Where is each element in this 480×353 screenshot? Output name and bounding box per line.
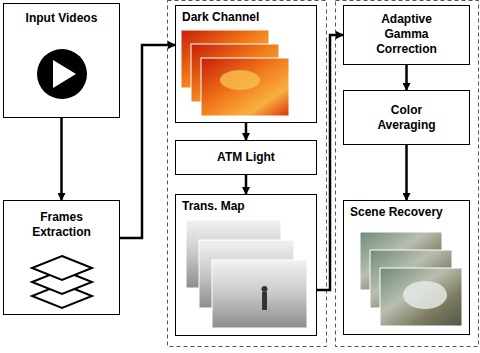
process-box: Dark Channel — [175, 5, 317, 123]
box-label: Color Averaging — [367, 103, 447, 133]
scene-recovery-images — [360, 232, 462, 326]
box-label: Frames Extraction — [22, 210, 102, 240]
flow-arrow — [245, 175, 248, 194]
dashed-group — [168, 1, 327, 347]
flow-arrow — [317, 35, 343, 290]
dashed-group — [336, 1, 479, 347]
trans-map-images — [186, 220, 307, 328]
flow-arrow — [245, 123, 248, 140]
dark-channel-images — [181, 30, 289, 116]
play-icon — [37, 49, 87, 99]
flow-arrow — [60, 118, 63, 200]
box-label: Dark Channel — [182, 10, 310, 25]
process-box: Input Videos — [3, 3, 120, 118]
box-label: ATM Light — [182, 150, 310, 165]
box-label: Adaptive Gamma Correction — [367, 12, 447, 57]
box-label: Trans. Map — [182, 199, 310, 214]
flow-arrow — [405, 65, 408, 90]
flow-arrow — [120, 45, 175, 238]
box-label: Scene Recovery — [350, 205, 463, 220]
group-frames — [168, 1, 479, 347]
process-box: Adaptive Gamma Correction — [343, 5, 470, 65]
box-label: Input Videos — [10, 11, 113, 26]
flow-arrow — [405, 145, 408, 200]
process-box: ATM Light — [175, 140, 317, 175]
layers-icon — [32, 256, 92, 308]
process-box: Frames Extraction — [3, 200, 120, 315]
process-box: Trans. Map — [175, 194, 317, 336]
process-box: Scene Recovery — [343, 200, 470, 335]
process-box: Color Averaging — [343, 90, 470, 145]
